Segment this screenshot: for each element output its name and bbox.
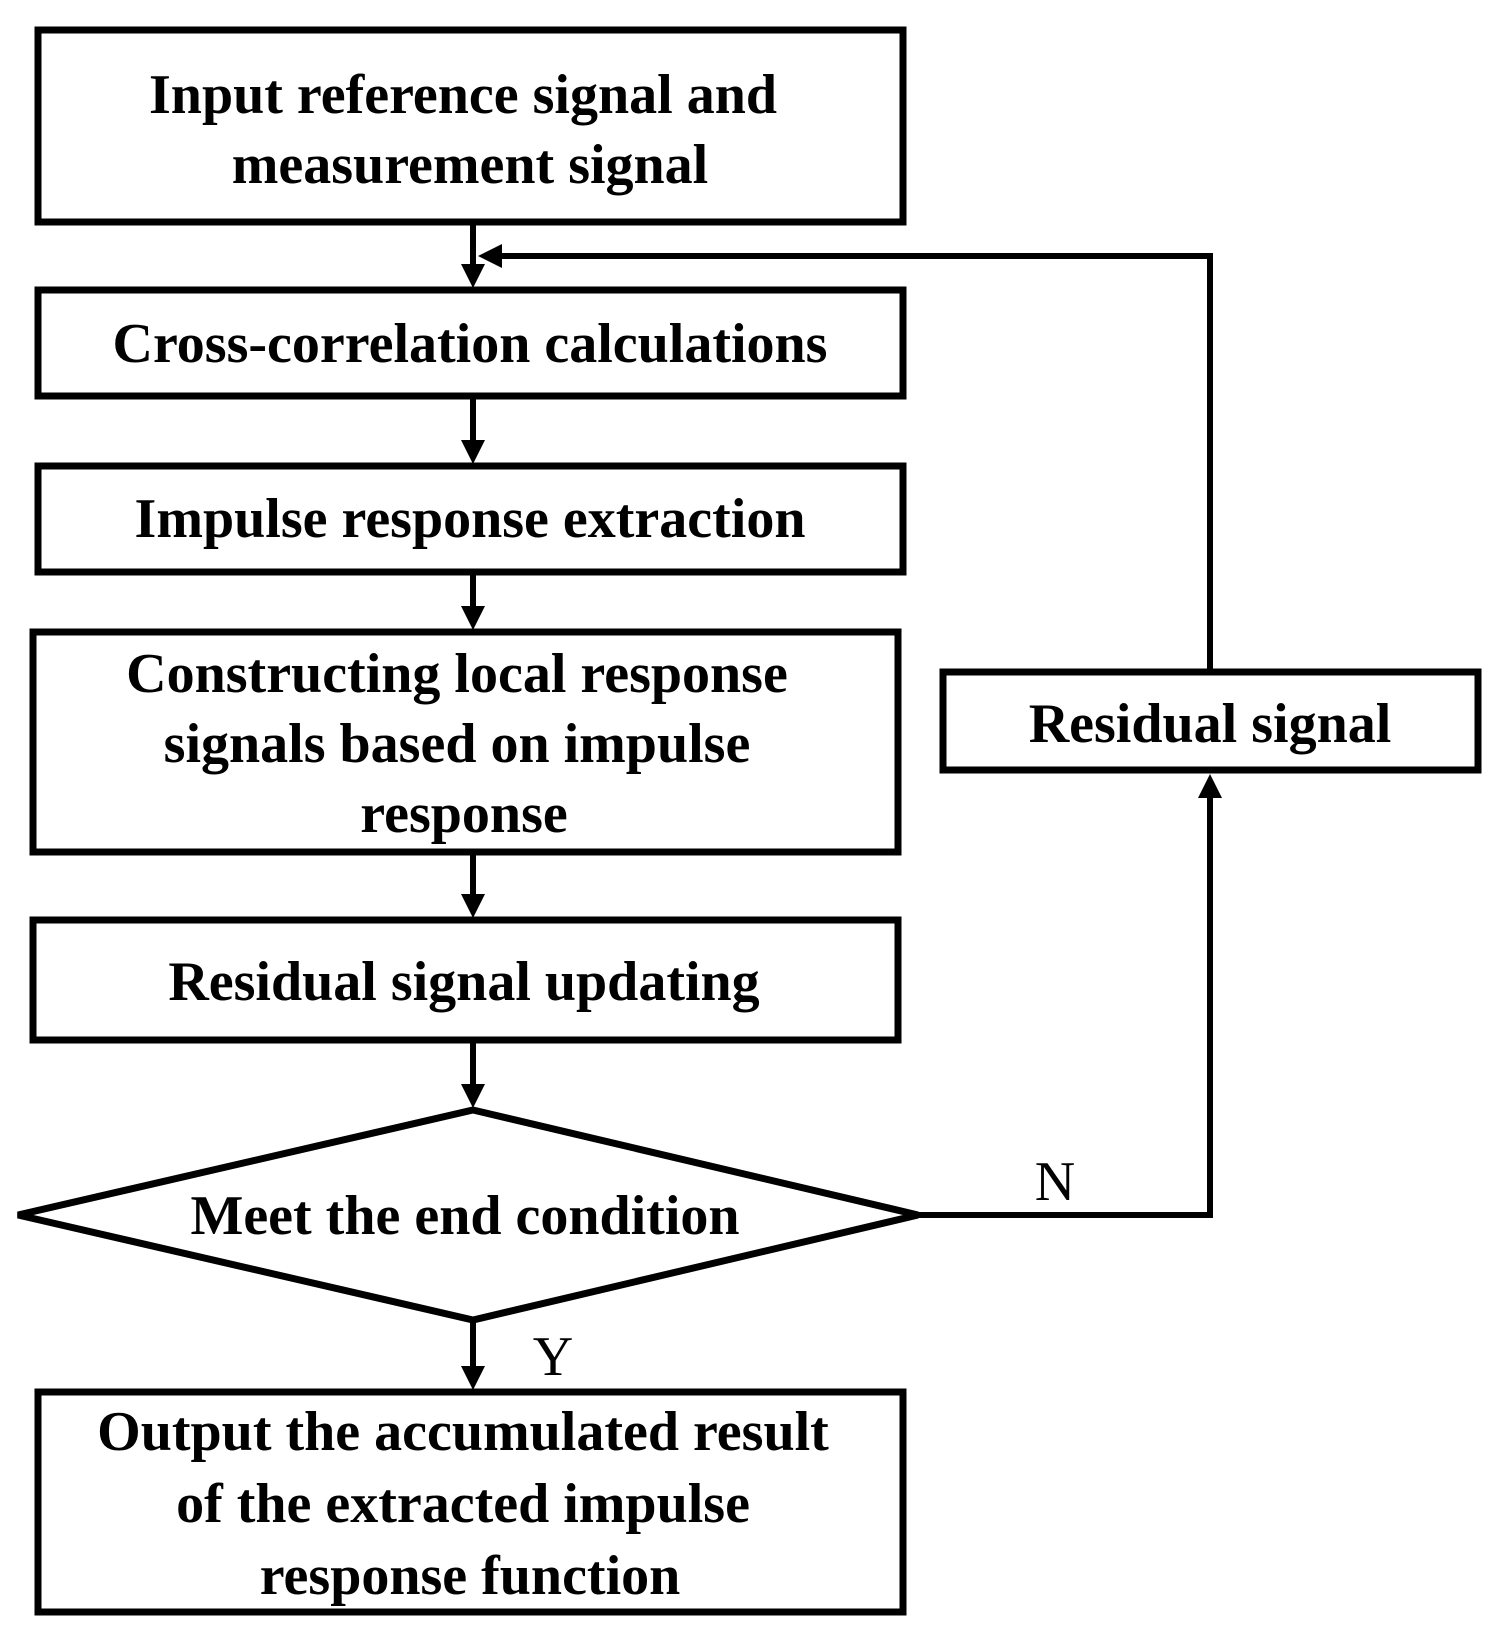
arrow-into-cross-correlation	[461, 264, 485, 288]
branch-label-no: N	[1035, 1151, 1075, 1213]
output-result-line-1: Output the accumulated result	[97, 1401, 829, 1463]
constructing-signals-box	[29, 628, 902, 856]
branch-label-yes: Y	[533, 1326, 573, 1388]
cross-correlation-line-1: Cross-correlation calculations	[113, 313, 828, 375]
arrow-into-impulse-extraction	[461, 440, 485, 464]
constructing-signals-line-2: signals based on impulse	[164, 713, 751, 775]
arrow-into-residual-signal	[1198, 774, 1222, 798]
input-signal-box	[34, 26, 907, 226]
impulse-extraction-box	[34, 462, 907, 576]
constructing-signals-line-1: Constructing local response	[126, 643, 788, 705]
residual-updating-label: Residual signal updating	[168, 951, 759, 1013]
impulse-extraction-label: Impulse response extraction	[135, 488, 806, 550]
output-result-label: Output the accumulated result of the ext…	[97, 1401, 843, 1607]
input-signal-line-2: measurement signal	[232, 134, 709, 196]
end-condition-line-1: Meet the end condition	[190, 1185, 739, 1247]
output-result-line-2: of the extracted impulse	[176, 1473, 750, 1535]
constructing-signals-line-3: response	[360, 783, 567, 845]
edge-decision-to-residual-signal	[918, 795, 1213, 1218]
residual-updating-box	[29, 916, 902, 1044]
output-result-line-3: response function	[260, 1545, 681, 1607]
input-signal-label: Input reference signal and measurement s…	[149, 64, 791, 196]
output-result-box	[34, 1388, 907, 1616]
arrow-into-output	[461, 1366, 485, 1390]
arrow-loop-back	[478, 244, 502, 268]
residual-signal-box	[939, 668, 1482, 774]
end-condition-label: Meet the end condition	[190, 1185, 739, 1247]
residual-signal-line-1: Residual signal	[1029, 693, 1392, 755]
residual-updating-line-1: Residual signal updating	[168, 951, 759, 1013]
constructing-signals-label: Constructing local response signals base…	[126, 643, 802, 845]
residual-signal-label: Residual signal	[1029, 693, 1392, 755]
cross-correlation-label: Cross-correlation calculations	[113, 313, 828, 375]
cross-correlation-box	[34, 286, 907, 400]
arrow-into-residual-updating	[461, 894, 485, 918]
impulse-extraction-line-1: Impulse response extraction	[135, 488, 806, 550]
input-signal-line-1: Input reference signal and	[149, 64, 777, 126]
arrow-into-constructing	[461, 606, 485, 630]
edge-residual-signal-loop-back	[498, 253, 1213, 672]
arrow-into-decision	[461, 1084, 485, 1108]
